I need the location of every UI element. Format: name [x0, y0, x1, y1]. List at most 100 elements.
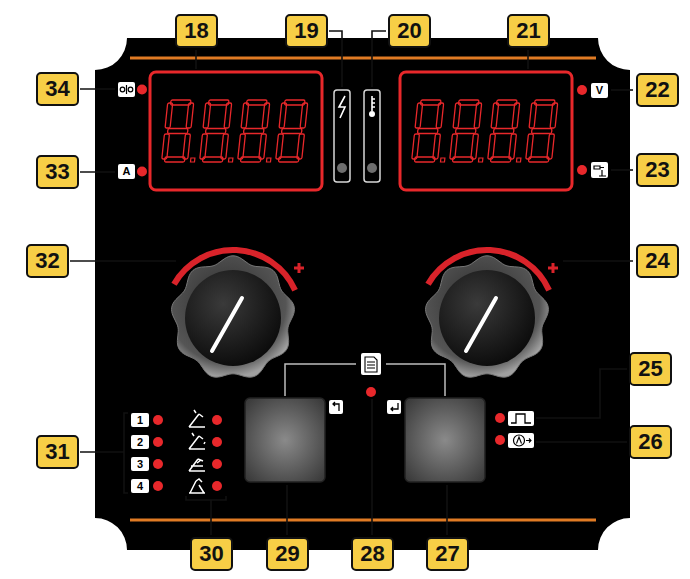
seven-segment-digit [199, 100, 239, 162]
callout-number: 26 [638, 431, 662, 453]
enter-icon [387, 400, 401, 414]
led [495, 413, 505, 423]
leader-line [371, 399, 373, 535]
knob-cap [439, 270, 535, 366]
callout-box: 25 [629, 352, 672, 386]
mode-icon [120, 87, 125, 92]
decimal-point [190, 158, 194, 162]
digit-segment [509, 134, 517, 159]
seven-segment-digit [237, 100, 277, 162]
callout-number: 33 [45, 161, 69, 183]
digit-segment [453, 103, 461, 128]
digit-segment [224, 103, 232, 128]
callout-number: 27 [435, 543, 459, 565]
panel-body [95, 38, 630, 550]
mode-icon [118, 82, 135, 97]
orange-stripe [130, 519, 596, 522]
digit-segment [474, 103, 482, 128]
digit-segment [531, 129, 552, 134]
digit-segment [547, 134, 555, 159]
leader-line [329, 31, 342, 87]
digit-segment [281, 129, 302, 134]
control-knob [425, 247, 558, 377]
digit-segment [436, 103, 444, 128]
gas-icon [508, 433, 534, 448]
digit-segment [167, 129, 188, 134]
enter-button [405, 398, 485, 482]
callout-number: 22 [645, 79, 669, 101]
indicator-tag: 3 [131, 457, 149, 471]
thermometer-symbol [372, 96, 375, 111]
digit-segment [415, 103, 423, 128]
bracket-line [285, 364, 445, 396]
callout-number: 19 [294, 20, 318, 42]
digit-segment [550, 103, 558, 128]
led [212, 481, 222, 491]
callout-number: 32 [35, 250, 59, 272]
callout-number: 20 [397, 20, 421, 42]
knobs [171, 247, 558, 377]
callout-box: 18 [175, 14, 218, 48]
leader-line [563, 260, 633, 262]
indicator-tag: V [591, 83, 608, 98]
digit-segment [488, 134, 496, 159]
callout-number: 24 [645, 250, 669, 272]
callout-box: 34 [36, 72, 79, 106]
gas-icon [517, 437, 532, 444]
seven-segment-digits [161, 100, 308, 162]
callout-number: 25 [638, 358, 662, 380]
seven-segment-digit [411, 100, 451, 162]
leader-line [536, 369, 627, 418]
callout-number: 21 [516, 20, 540, 42]
digit-segment [262, 103, 270, 128]
knob-grip [426, 256, 549, 377]
seven-segment-digit [161, 100, 201, 162]
led [153, 415, 163, 425]
led [153, 481, 163, 491]
digit-segment [450, 134, 458, 159]
led [495, 435, 505, 445]
back-icon [329, 400, 343, 414]
seven-segment-digit [487, 100, 527, 162]
callout-number: 29 [275, 543, 299, 565]
digit-segment [417, 129, 438, 134]
digit-segment [455, 129, 476, 134]
callout-box: 32 [26, 244, 69, 278]
digit-segment [433, 134, 441, 159]
digit-segment [297, 134, 305, 159]
indicator-label: V [596, 85, 603, 96]
digit-segment [162, 134, 170, 159]
process-icon [189, 459, 205, 471]
leader-line [611, 89, 633, 91]
decimal-point [440, 158, 444, 162]
digit-segment [279, 103, 287, 128]
decimal-point [266, 158, 270, 162]
process-icon [189, 479, 205, 493]
seven-segment-digit [449, 100, 489, 162]
control-knob [171, 247, 304, 377]
callout-number: 23 [645, 159, 669, 181]
led [137, 85, 147, 95]
digit-segment [491, 103, 499, 128]
leader-line [527, 50, 529, 69]
callout-box: 31 [36, 435, 79, 469]
digit-segment [238, 134, 246, 159]
callout-number: 18 [184, 20, 208, 42]
indicator-label: 4 [137, 481, 143, 492]
decimal-point [228, 158, 232, 162]
callout-box: 22 [636, 73, 679, 107]
indicator-tag: A [118, 164, 135, 179]
left-display-frame [150, 72, 322, 190]
leader-line [611, 169, 633, 171]
plus-symbol [548, 263, 558, 273]
seven-segment-digit [525, 100, 558, 162]
pulse-icon [511, 414, 531, 423]
led [577, 85, 587, 95]
callout-box: 33 [36, 155, 79, 189]
digit-segment [259, 134, 267, 159]
callout-number: 30 [199, 543, 223, 565]
digit-segment [203, 103, 211, 128]
